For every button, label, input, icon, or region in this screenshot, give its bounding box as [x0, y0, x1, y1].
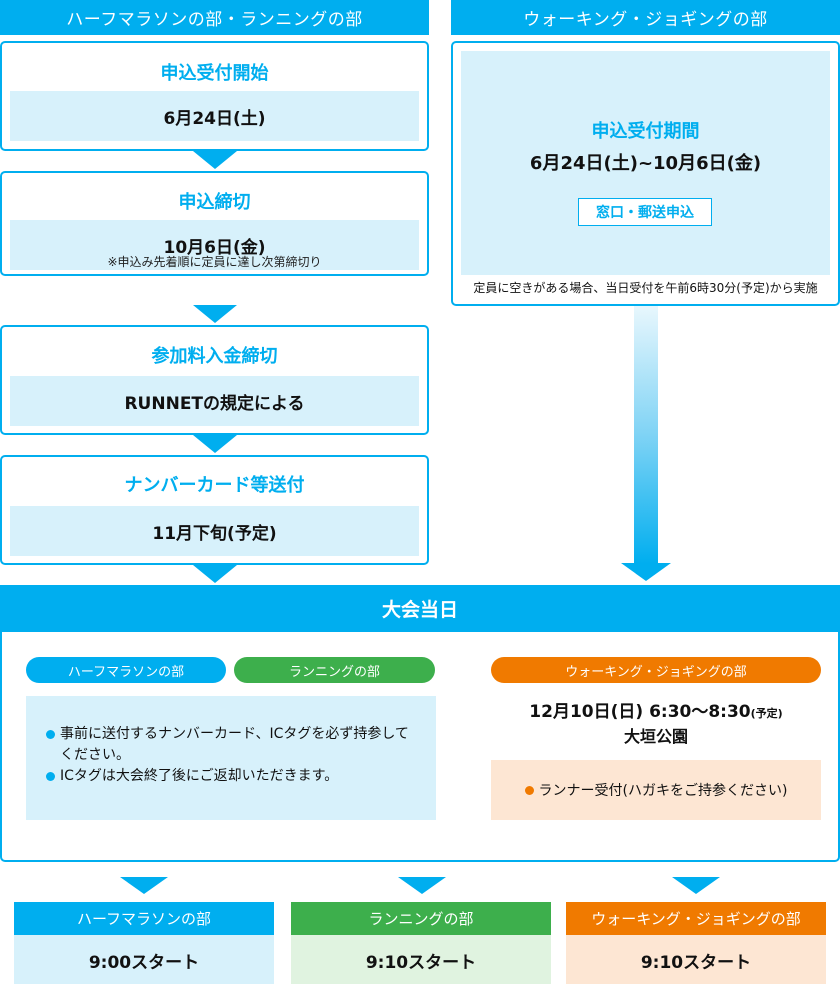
- step-box-application-start: 申込受付開始 6月24日(土): [0, 41, 429, 151]
- bullet-icon: [524, 785, 534, 795]
- arrow-down-icon: [193, 565, 237, 583]
- tag-walking: ウォーキング・ジョギングの部: [491, 657, 821, 683]
- arrow-down-icon: [193, 305, 237, 323]
- event-day-title: 大会当日: [0, 585, 840, 632]
- step-title: 申込受付開始: [160, 63, 269, 84]
- bullet-icon: [46, 772, 55, 781]
- start-time-walking: 9:10スタート: [566, 935, 826, 984]
- step-note: ※申込み先着順に定員に達し次第締切り: [107, 255, 322, 269]
- walking-event-place: 大垣公園: [623, 727, 688, 746]
- tag-running: ランニングの部: [234, 657, 435, 683]
- walking-note: 定員に空きがある場合、当日受付を午前6時30分(予定)から実施: [473, 281, 818, 295]
- application-method-badge: 窓口・郵送申込: [578, 198, 712, 226]
- arrow-down-icon: [672, 877, 720, 894]
- step-title: 参加料入金締切: [151, 346, 278, 367]
- step-value: 10月6日(金): [10, 220, 419, 270]
- step-box-payment-deadline: 参加料入金締切 RUNNETの規定による: [0, 325, 429, 435]
- flow-arrow-shaft: [634, 306, 658, 564]
- tag-half-marathon: ハーフマラソンの部: [26, 657, 226, 683]
- start-time-running: 9:10スタート: [291, 935, 551, 984]
- section-header-walking: ウォーキング・ジョギングの部: [451, 0, 840, 35]
- start-header-walking: ウォーキング・ジョギングの部: [566, 902, 826, 935]
- step-title: ナンバーカード等送付: [124, 475, 305, 496]
- start-time-half-marathon: 9:00スタート: [14, 935, 274, 984]
- list-item: 事前に送付するナンバーカード、ICタグを必ず持参してください。: [46, 724, 416, 766]
- step-box-number-card-shipping: ナンバーカード等送付 11月下旬(予定): [0, 455, 429, 565]
- walking-period: 6月24日(土)~10月6日(金): [529, 153, 762, 174]
- walking-application-box: 申込受付期間 6月24日(土)~10月6日(金) 窓口・郵送申込 定員に空きがあ…: [451, 41, 840, 306]
- bullet-icon: [46, 730, 55, 739]
- section-header-half-running: ハーフマラソンの部・ランニングの部: [0, 0, 429, 35]
- event-day-box: 大会当日 ハーフマラソンの部 ランニングの部 ウォーキング・ジョギングの部 事前…: [0, 585, 840, 862]
- arrow-down-icon: [193, 435, 237, 453]
- arrow-down-icon: [621, 563, 671, 581]
- arrow-down-icon: [120, 877, 168, 894]
- step-value: 11月下旬(予定): [10, 506, 419, 556]
- list-item: ICタグは大会終了後にご返却いただきます。: [46, 766, 416, 787]
- step-value: 6月24日(土): [10, 91, 419, 141]
- walking-info-panel: 申込受付期間 6月24日(土)~10月6日(金) 窓口・郵送申込: [461, 51, 830, 275]
- walking-period-title: 申込受付期間: [591, 121, 700, 142]
- step-title: 申込締切: [178, 192, 251, 213]
- runner-notes-panel: 事前に送付するナンバーカード、ICタグを必ず持参してください。 ICタグは大会終…: [26, 696, 436, 820]
- start-header-running: ランニングの部: [291, 902, 551, 935]
- arrow-down-icon: [398, 877, 446, 894]
- arrow-down-icon: [193, 151, 237, 169]
- walking-event-datetime: 12月10日(日) 6:30〜8:30(予定): [529, 702, 783, 722]
- step-box-application-deadline: 申込締切 10月6日(金) ※申込み先着順に定員に達し次第締切り: [0, 171, 429, 276]
- start-header-half-marathon: ハーフマラソンの部: [14, 902, 274, 935]
- walking-reception-panel: ランナー受付(ハガキをご持参ください): [491, 760, 821, 820]
- step-value: RUNNETの規定による: [10, 376, 419, 426]
